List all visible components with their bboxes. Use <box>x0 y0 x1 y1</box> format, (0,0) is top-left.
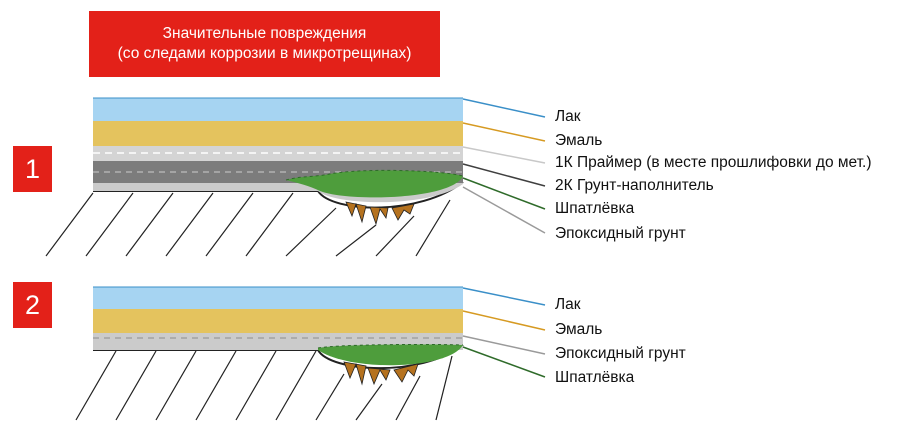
putty-layer-1 <box>286 170 463 198</box>
lacquer-layer-1 <box>93 98 463 121</box>
leader-lacquer-2 <box>462 287 546 306</box>
label-enamel-2: Эмаль <box>555 321 603 338</box>
section-number-1: 1 <box>13 146 52 192</box>
label-primer-1k-1: 1К Праймер (в месте прошлифовки до мет.) <box>555 154 872 171</box>
label-epoxy-1: Эпоксидный грунт <box>555 225 686 242</box>
leader-epoxy-2 <box>462 335 546 355</box>
label-enamel-1: Эмаль <box>555 132 603 149</box>
leader-enamel-2 <box>462 310 546 331</box>
enamel-layer-2 <box>93 309 463 333</box>
section-1-diagram <box>45 97 546 257</box>
title-line-1: Значительные повреждения <box>162 25 367 42</box>
label-putty-1: Шпатлёвка <box>555 200 635 217</box>
label-lacquer-1: Лак <box>555 108 581 125</box>
leader-primer-1 <box>462 146 546 164</box>
label-epoxy-2: Эпоксидный грунт <box>555 345 686 362</box>
leader-enamel-1 <box>462 122 546 142</box>
section-2-diagram <box>75 286 546 421</box>
corrosion-2 <box>343 361 419 386</box>
lacquer-layer-2 <box>93 287 463 309</box>
label-filler-2k-1: 2К Грунт-наполнитель <box>555 177 714 194</box>
title-line-2: (со следами коррозии в микротрещинах) <box>117 45 412 62</box>
metal-substrate-2 <box>75 350 453 421</box>
leader-lacquer-1 <box>462 98 546 118</box>
section-number-2: 2 <box>13 282 52 328</box>
title-banner: Значительные повреждения (со следами кор… <box>89 11 440 77</box>
leader-epoxy-1 <box>462 186 546 234</box>
putty-layer-2 <box>318 344 463 366</box>
leader-putty-1 <box>462 177 546 210</box>
metal-substrate-1 <box>45 192 451 257</box>
label-putty-2: Шпатлёвка <box>555 369 635 386</box>
enamel-layer-1 <box>93 121 463 146</box>
leader-putty-2 <box>462 346 546 378</box>
label-lacquer-2: Лак <box>555 296 581 313</box>
leader-filler-1 <box>462 163 546 187</box>
corrosion-1 <box>345 201 415 226</box>
